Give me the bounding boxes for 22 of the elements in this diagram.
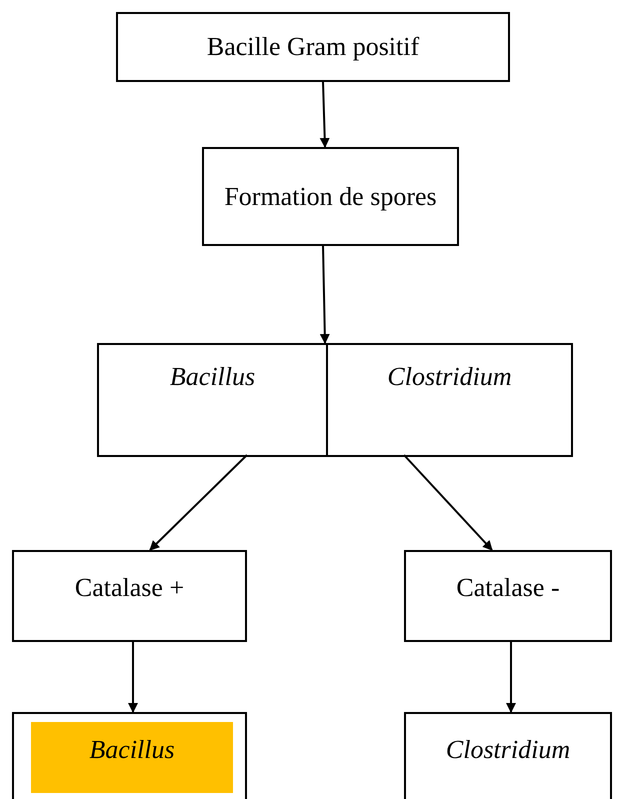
process-box — [12, 550, 247, 642]
node-text: Bacillus — [168, 361, 256, 393]
arrow — [506, 642, 516, 713]
node-text: Clostridium — [386, 361, 513, 393]
node-text: Catalase + — [74, 572, 186, 604]
node-text: Formation de spores — [223, 180, 438, 212]
arrow — [320, 246, 330, 344]
result-box — [404, 712, 612, 799]
process-box — [404, 550, 612, 642]
highlight-box — [31, 722, 233, 793]
node-text: Clostridium — [444, 734, 572, 766]
result-box — [12, 712, 247, 799]
arrow — [128, 642, 138, 713]
process-box — [116, 12, 510, 82]
split-box — [97, 343, 573, 457]
node-text: Bacille Gram positif — [206, 31, 420, 63]
arrow — [403, 454, 493, 551]
process-box — [202, 147, 459, 246]
node-text: Bacillus — [88, 734, 176, 766]
node-text: Catalase - — [455, 572, 561, 604]
arrow — [149, 454, 248, 551]
arrow — [320, 82, 330, 148]
